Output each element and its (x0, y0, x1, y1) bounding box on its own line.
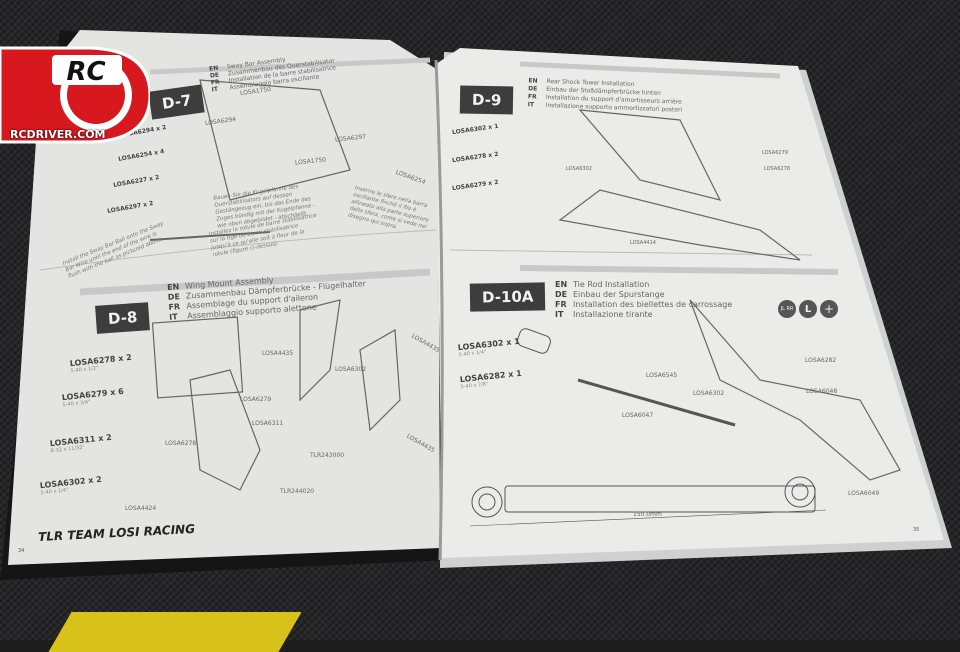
step-d10a-title: EN Tie Rod Installation DE Einbau der Spur… (555, 280, 732, 320)
d10a-callout: LOSA6545 (646, 372, 678, 379)
d8-callout: LOSA4424 (125, 505, 157, 512)
d8-callout: LOSA6279 (240, 396, 272, 403)
lang-text: Installazione tirante (573, 310, 653, 319)
step-d9-badge: D-9 (459, 85, 514, 115)
part-diagrams (149, 79, 901, 491)
lang-code: FR (555, 300, 567, 309)
d8-callout: LOSA6278 (165, 440, 197, 447)
book-spine (434, 59, 444, 561)
d10a-tool-icons: JL RR L + (778, 300, 838, 318)
hex-driver-icon: JL RR (778, 300, 796, 318)
d9-callout: LOSA4414 (630, 240, 656, 246)
step-d8-label: D-8 (107, 307, 138, 329)
lang-text: Einbau der Spurstange (573, 290, 665, 299)
lang-text: Installation des biellettes de carrossag… (573, 300, 733, 309)
d8-callout: LOSA6302 (335, 366, 367, 373)
lang-code: IT (527, 101, 535, 109)
d8-callout: LOSA6311 (252, 420, 284, 427)
step-d7-label: D-7 (160, 91, 193, 113)
step-d8-badge: D-8 (95, 302, 151, 334)
l-wrench-icon: L (799, 300, 817, 318)
tie-rod-length: 150.0mm (633, 511, 662, 518)
d10a-callout: LOSA6047 (622, 412, 654, 419)
right-page (436, 48, 944, 558)
step-d10a-badge: D-10A (469, 282, 546, 312)
right-page-number: 35 (913, 527, 920, 533)
d9-callout: LOSA6279 (762, 150, 788, 156)
logo-site-text: RCDRIVER.COM (10, 128, 106, 141)
d8-callout: TLR244020 (280, 488, 315, 495)
d8-header-bar (79, 268, 431, 296)
lang-code: DE (555, 290, 568, 299)
step-d9-label: D-9 (471, 90, 502, 110)
lang-code: EN (555, 280, 568, 289)
d10a-callout: LOSA6282 (805, 357, 837, 364)
left-page (8, 30, 440, 565)
d10a-callout: LOSA6049 (848, 490, 880, 497)
lang-code: IT (555, 310, 564, 319)
d9-callout: LOSA6278 (764, 166, 790, 172)
lang-code: IT (168, 312, 178, 322)
phillips-icon: + (820, 300, 838, 318)
tie-rod-diagram (469, 328, 827, 527)
d9-header-bar (519, 61, 781, 79)
lang-text: Tie Rod Installation (573, 280, 650, 289)
d10a-header-bar (519, 265, 839, 275)
step-d10a-label: D-10A (481, 287, 534, 307)
d9-callout: LOSA6302 (566, 166, 592, 172)
d10a-callout: LOSA6302 (693, 390, 725, 397)
svg-text:RC: RC (66, 57, 105, 87)
d7-header-bar (149, 57, 431, 75)
d10a-callout: LOSA6048 (806, 388, 838, 395)
left-page-number: 34 (18, 548, 25, 554)
d8-callout: TLR243000 (310, 452, 345, 459)
rcdriver-logo: RC (0, 46, 150, 144)
d8-callout: LOSA4435 (262, 350, 294, 357)
